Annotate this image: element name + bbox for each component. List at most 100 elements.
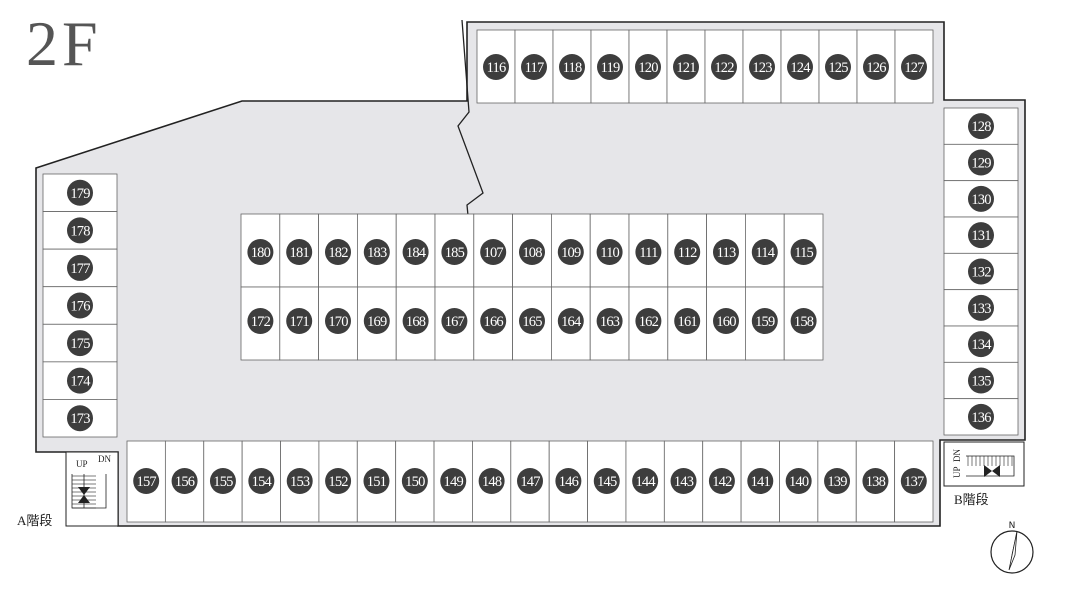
- parking-space-125[interactable]: 125: [818, 29, 858, 104]
- parking-space-114[interactable]: 114: [745, 213, 785, 288]
- parking-space-136[interactable]: 136: [943, 398, 1019, 436]
- parking-space-174[interactable]: 174: [42, 361, 118, 400]
- parking-space-155[interactable]: 155: [203, 440, 243, 523]
- parking-space-140[interactable]: 140: [779, 440, 819, 523]
- parking-space-158[interactable]: 158: [783, 286, 824, 361]
- parking-space-110[interactable]: 110: [589, 213, 630, 288]
- parking-space-137[interactable]: 137: [894, 440, 934, 523]
- stair-b-up-label: UP: [952, 466, 962, 478]
- space-number-label: 166: [484, 314, 504, 330]
- parking-space-181[interactable]: 181: [279, 213, 319, 288]
- space-number-label: 164: [561, 314, 582, 330]
- parking-space-167[interactable]: 167: [434, 286, 475, 361]
- parking-space-183[interactable]: 183: [356, 213, 397, 288]
- parking-space-117[interactable]: 117: [514, 29, 554, 104]
- space-number-label: 120: [638, 60, 658, 76]
- parking-space-145[interactable]: 145: [587, 440, 627, 523]
- parking-space-138[interactable]: 138: [855, 440, 896, 523]
- parking-space-141[interactable]: 141: [740, 440, 780, 523]
- parking-space-121[interactable]: 121: [666, 29, 706, 104]
- parking-space-120[interactable]: 120: [628, 29, 668, 104]
- parking-space-173[interactable]: 173: [42, 399, 118, 438]
- parking-space-144[interactable]: 144: [625, 440, 665, 523]
- parking-space-128[interactable]: 128: [943, 107, 1019, 145]
- parking-space-122[interactable]: 122: [704, 29, 744, 104]
- parking-space-170[interactable]: 170: [318, 286, 358, 361]
- parking-space-172[interactable]: 172: [240, 286, 281, 361]
- space-number-badge: [825, 54, 851, 80]
- parking-space-127[interactable]: 127: [894, 29, 934, 104]
- parking-space-152[interactable]: 152: [318, 440, 358, 523]
- parking-space-108[interactable]: 108: [512, 213, 552, 288]
- parking-space-109[interactable]: 109: [551, 213, 591, 288]
- parking-space-126[interactable]: 126: [856, 29, 896, 104]
- parking-space-177[interactable]: 177: [42, 248, 118, 288]
- parking-space-129[interactable]: 129: [943, 143, 1019, 182]
- space-number-label: 121: [676, 60, 696, 76]
- parking-space-154[interactable]: 154: [241, 440, 281, 523]
- parking-space-139[interactable]: 139: [817, 440, 857, 523]
- parking-space-149[interactable]: 149: [433, 440, 473, 523]
- parking-space-146[interactable]: 146: [548, 440, 588, 523]
- parking-space-111[interactable]: 111: [628, 213, 669, 288]
- parking-space-168[interactable]: 168: [395, 286, 436, 361]
- parking-space-124[interactable]: 124: [780, 29, 820, 104]
- parking-space-185[interactable]: 185: [434, 213, 475, 288]
- parking-space-161[interactable]: 161: [667, 286, 707, 361]
- space-number-label: 167: [445, 314, 465, 330]
- parking-space-166[interactable]: 166: [473, 286, 513, 361]
- space-number-label: 122: [714, 60, 734, 76]
- stair-b[interactable]: DN UP: [943, 441, 1025, 487]
- space-number-badge: [968, 149, 994, 176]
- parking-space-123[interactable]: 123: [742, 29, 782, 104]
- parking-space-159[interactable]: 159: [745, 286, 785, 361]
- parking-space-113[interactable]: 113: [706, 213, 746, 288]
- parking-space-142[interactable]: 142: [702, 440, 742, 523]
- parking-space-133[interactable]: 133: [943, 289, 1019, 327]
- parking-space-153[interactable]: 153: [280, 440, 320, 523]
- parking-space-179[interactable]: 179: [42, 173, 118, 212]
- parking-space-184[interactable]: 184: [395, 213, 436, 288]
- space-number-badge: [670, 468, 697, 494]
- parking-space-160[interactable]: 160: [706, 286, 746, 361]
- space-number-label: 158: [794, 314, 814, 330]
- parking-space-163[interactable]: 163: [589, 286, 630, 361]
- parking-space-118[interactable]: 118: [552, 29, 592, 104]
- parking-space-119[interactable]: 119: [590, 29, 630, 104]
- parking-space-156[interactable]: 156: [164, 440, 205, 523]
- parking-space-151[interactable]: 151: [356, 440, 397, 523]
- parking-space-180[interactable]: 180: [240, 213, 281, 288]
- parking-space-143[interactable]: 143: [663, 440, 704, 523]
- space-number-label: 125: [828, 60, 848, 76]
- parking-space-115[interactable]: 115: [783, 213, 824, 288]
- parking-space-150[interactable]: 150: [395, 440, 435, 523]
- parking-space-131[interactable]: 131: [943, 216, 1019, 254]
- compass-icon: N: [990, 521, 1034, 574]
- parking-space-175[interactable]: 175: [42, 323, 118, 363]
- parking-space-178[interactable]: 178: [42, 211, 118, 250]
- parking-space-135[interactable]: 135: [943, 361, 1019, 400]
- parking-space-116[interactable]: 116: [476, 29, 516, 104]
- space-number-badge: [968, 113, 994, 140]
- parking-space-134[interactable]: 134: [943, 325, 1019, 363]
- space-number-label: 127: [904, 60, 924, 76]
- parking-space-107[interactable]: 107: [473, 213, 513, 288]
- space-number-badge: [824, 468, 851, 494]
- parking-space-176[interactable]: 176: [42, 286, 118, 325]
- parking-space-132[interactable]: 132: [943, 252, 1019, 291]
- parking-space-148[interactable]: 148: [472, 440, 512, 523]
- parking-space-171[interactable]: 171: [279, 286, 319, 361]
- parking-space-157[interactable]: 157: [126, 440, 166, 523]
- parking-space-130[interactable]: 130: [943, 180, 1019, 218]
- space-number-badge: [133, 468, 160, 494]
- parking-space-165[interactable]: 165: [512, 286, 552, 361]
- parking-space-112[interactable]: 112: [667, 213, 707, 288]
- stair-a[interactable]: UP DN: [65, 451, 119, 527]
- parking-space-169[interactable]: 169: [356, 286, 397, 361]
- parking-space-162[interactable]: 162: [628, 286, 669, 361]
- parking-space-164[interactable]: 164: [551, 286, 591, 361]
- parking-space-182[interactable]: 182: [318, 213, 358, 288]
- parking-space-147[interactable]: 147: [510, 440, 550, 523]
- space-number-badge: [67, 217, 93, 244]
- space-number-badge: [862, 468, 889, 494]
